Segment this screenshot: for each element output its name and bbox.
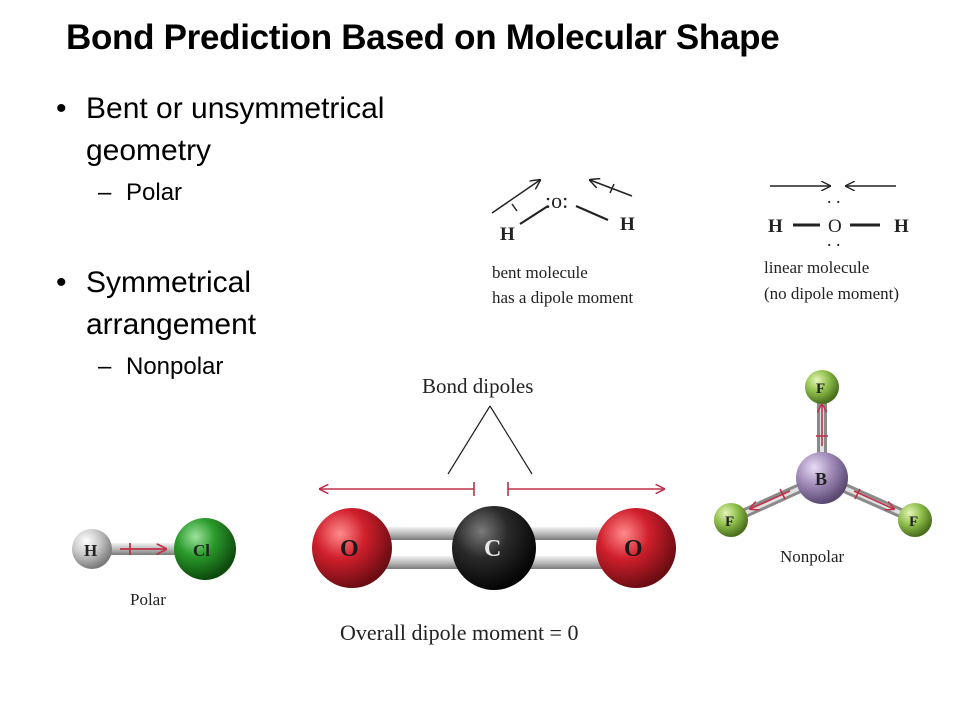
hydrogen-atom-label: H xyxy=(500,224,515,245)
bullet-marker: • xyxy=(56,266,67,299)
dipole-arrow-tail xyxy=(511,203,518,212)
dipole-arrow-tail xyxy=(779,488,786,500)
fluorine-atom xyxy=(898,503,932,537)
bullet-text-line: geometry xyxy=(86,134,212,167)
o-h-bond xyxy=(519,205,549,225)
sub-bullet-marker: – xyxy=(98,179,112,206)
dipole-arrow-tail xyxy=(609,183,615,194)
hydrogen-atom-label: H xyxy=(84,541,97,560)
hydrogen-atom-label: H xyxy=(894,216,909,237)
oxygen-atom-label: O xyxy=(340,536,359,562)
oxygen-atom-label: :o: xyxy=(545,188,568,213)
lone-pair-dots: . . xyxy=(827,230,841,250)
boron-atom xyxy=(796,452,848,504)
oxygen-atom-label: O xyxy=(624,536,643,562)
bullet-bent: • Bent or unsymmetrical geometry xyxy=(48,88,468,172)
chlorine-atom-label: Cl xyxy=(193,541,210,560)
fluorine-atom-label: F xyxy=(725,514,734,530)
bullet-symmetrical: • Symmetrical arrangement xyxy=(48,262,468,346)
hcl-diagram: H Cl Polar xyxy=(72,518,236,609)
sub-bullet-nonpolar: – Nonpolar xyxy=(48,350,468,384)
slide-title: Bond Prediction Based on Molecular Shape xyxy=(66,18,780,57)
fluorine-atom-label: F xyxy=(816,381,825,397)
co2-diagram: Bond dipoles O C O Overall dipole moment… xyxy=(312,374,676,645)
callout-line xyxy=(447,405,491,475)
water-caption-line: bent molecule xyxy=(492,263,588,282)
bullet-text-line: arrangement xyxy=(86,308,257,341)
bullet-text-line: Bent or unsymmetrical xyxy=(86,92,385,125)
hydrogen-atom-label: H xyxy=(768,216,783,237)
sub-bullet-polar: – Polar xyxy=(48,176,468,210)
callout-line xyxy=(489,405,533,475)
bullet-text-line: Symmetrical xyxy=(86,266,252,299)
fluorine-atom xyxy=(805,370,839,404)
hydrogen-atom xyxy=(72,529,112,569)
o-h-bond xyxy=(575,204,609,222)
oxygen-atom-label: O xyxy=(828,216,842,237)
bond-dipoles-label: Bond dipoles xyxy=(422,374,533,398)
water-bent-diagram: :o: H H bent molecule has a dipole momen… xyxy=(491,180,635,307)
overall-dipole-label: Overall dipole moment = 0 xyxy=(340,620,578,645)
sub-bullet-text: Polar xyxy=(126,179,183,206)
hydrogen-atom-label: H xyxy=(620,214,635,235)
linear-caption-line: linear molecule xyxy=(764,258,869,277)
sub-bullet-text: Nonpolar xyxy=(126,353,224,380)
fluorine-atom-label: F xyxy=(909,514,918,530)
linear-caption-line: (no dipole moment) xyxy=(764,284,899,303)
bullet-list: • Bent or unsymmetrical geometry – Polar… xyxy=(48,88,468,384)
hcl-caption: Polar xyxy=(130,590,166,609)
linear-molecule-diagram: . . H O H . . linear molecule (no dipole… xyxy=(764,186,909,303)
bullet-marker: • xyxy=(56,92,67,125)
water-caption-line: has a dipole moment xyxy=(492,288,633,307)
sub-bullet-marker: – xyxy=(98,353,112,380)
oxygen-atom xyxy=(312,508,392,588)
lone-pair-dots: . . xyxy=(827,187,841,207)
bf3-caption: Nonpolar xyxy=(780,547,845,566)
chlorine-atom xyxy=(174,518,236,580)
bf3-diagram: B F F F Nonpolar xyxy=(714,370,932,566)
carbon-atom-label: C xyxy=(484,536,501,562)
dipole-arrow-tail xyxy=(854,488,861,500)
carbon-atom xyxy=(452,506,536,590)
dipole-arrow xyxy=(590,180,633,197)
oxygen-atom xyxy=(596,508,676,588)
dipole-arrow xyxy=(853,490,894,509)
dipole-arrow xyxy=(491,180,540,214)
boron-atom-label: B xyxy=(815,469,827,489)
fluorine-atom xyxy=(714,503,748,537)
